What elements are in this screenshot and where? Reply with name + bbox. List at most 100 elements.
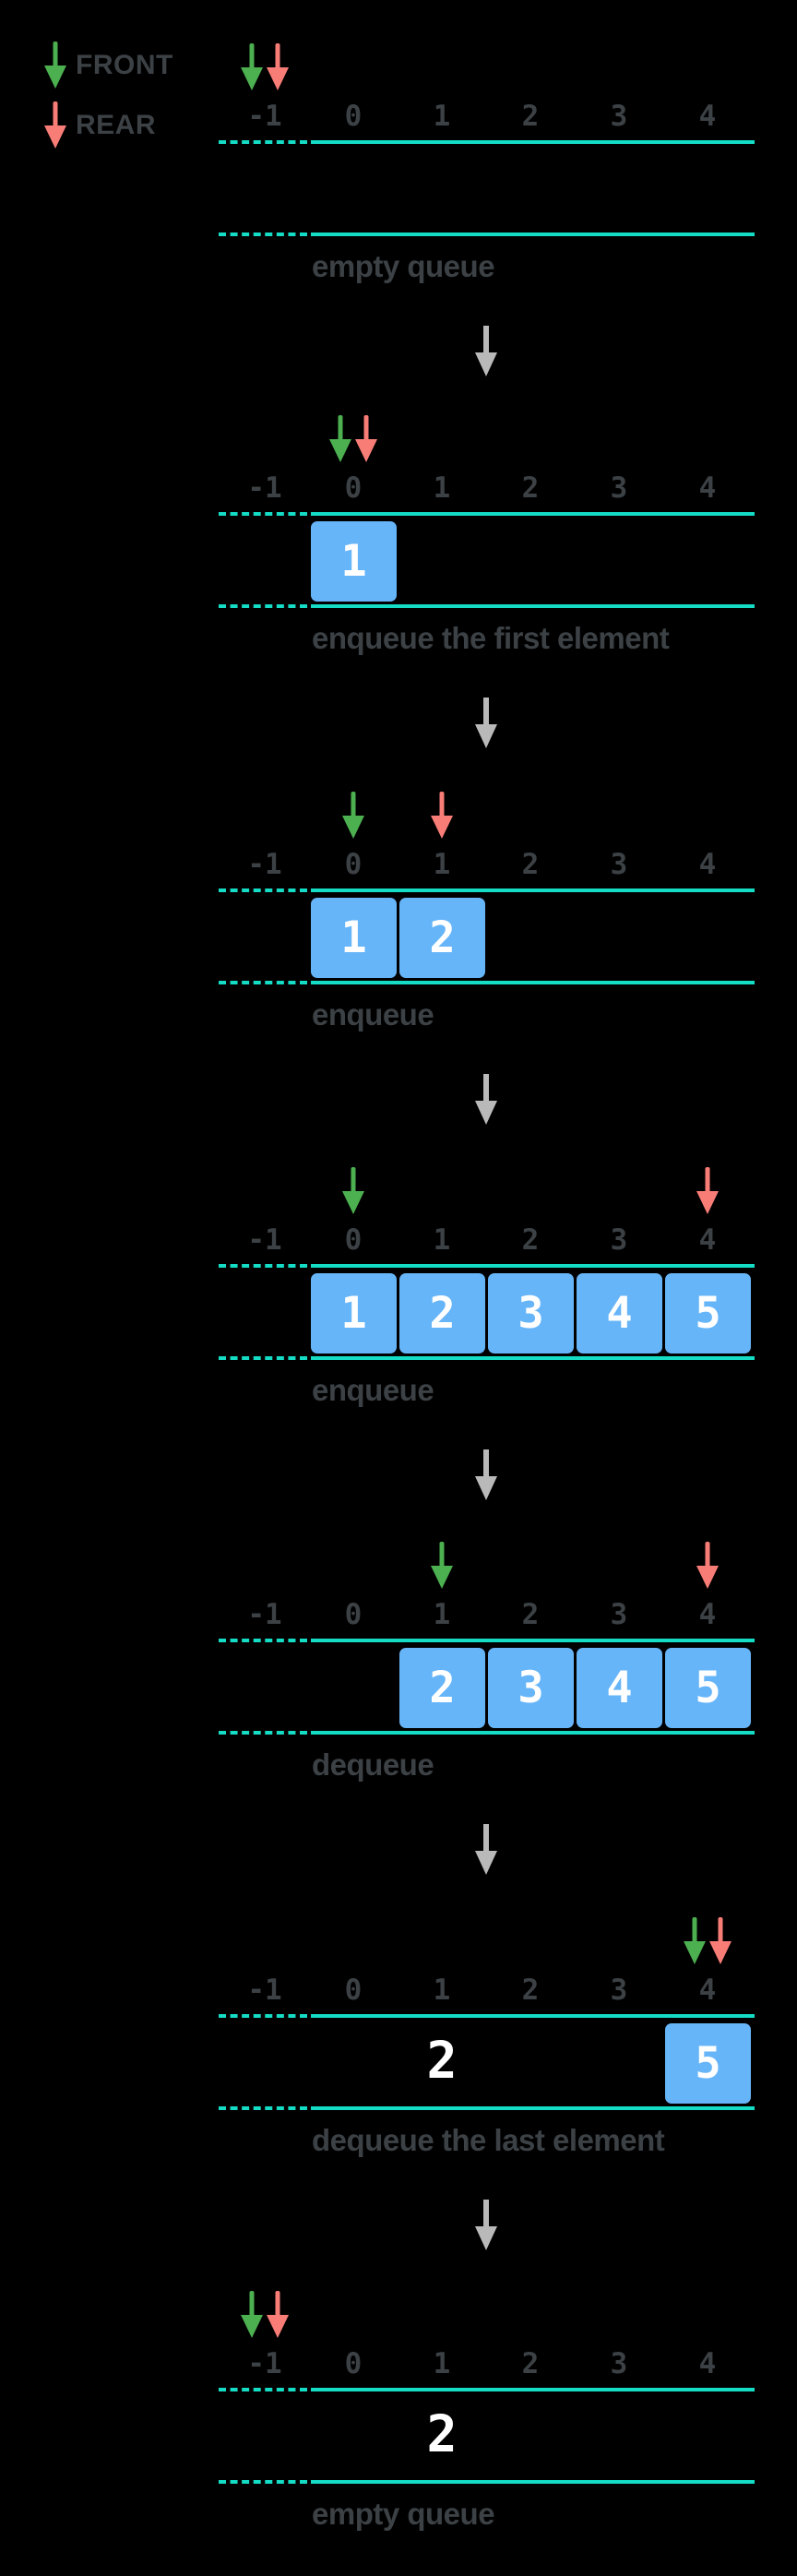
queue-bottom-line [311, 604, 755, 608]
index-label: 3 [610, 100, 628, 133]
queue-bottom-line [311, 2480, 755, 2484]
index-label: -1 [247, 1598, 282, 1631]
index-label: 0 [344, 1974, 363, 2007]
queue-bottom-line [311, 2106, 755, 2110]
transition-arrow-icon [474, 326, 498, 382]
queue-top-dashed-line [219, 888, 307, 892]
index-label: 3 [610, 1974, 628, 2007]
cell-value: 2 [429, 912, 456, 963]
front-pointer-icon [327, 415, 353, 468]
queue-bottom-dashed-line [219, 604, 307, 608]
stage-label: dequeue the last element [312, 2123, 665, 2157]
queue-top-line [311, 888, 755, 892]
stage-label: enqueue [312, 1373, 434, 1407]
index-label: -1 [247, 100, 282, 133]
stage-label: empty queue [312, 2497, 495, 2531]
dequeued-value: 2 [426, 2404, 458, 2463]
front-pointer-icon [239, 2291, 265, 2343]
queue-cell: 5 [665, 2023, 751, 2104]
index-label: 2 [521, 2347, 540, 2380]
cell-value: 1 [340, 1288, 367, 1339]
transition-arrow-icon [474, 698, 498, 754]
queue-cell: 5 [665, 1648, 751, 1728]
index-label: 1 [433, 1974, 451, 2007]
index-label: 4 [698, 1974, 717, 2007]
index-label: 1 [433, 848, 451, 881]
cell-value: 5 [695, 2038, 721, 2089]
index-label: 3 [610, 471, 628, 505]
cell-value: 3 [517, 1288, 544, 1339]
index-label: 0 [344, 471, 363, 505]
stage-label: empty queue [312, 249, 495, 283]
queue-bottom-line [311, 1356, 755, 1360]
index-label: 3 [610, 848, 628, 881]
index-label: 4 [698, 2347, 717, 2380]
index-label: -1 [247, 1974, 282, 2007]
index-label: -1 [247, 2347, 282, 2380]
queue-bottom-dashed-line [219, 2480, 307, 2484]
transition-arrow-icon [474, 1824, 498, 1880]
dequeued-value: 2 [426, 2031, 458, 2090]
queue-bottom-dashed-line [219, 233, 307, 236]
index-label: 4 [698, 471, 717, 505]
front-pointer-icon [682, 1917, 708, 1970]
index-label: 1 [433, 471, 451, 505]
cell-value: 5 [695, 1288, 721, 1339]
queue-cell: 2 [399, 898, 485, 978]
queue-top-line [311, 512, 755, 516]
index-label: 2 [521, 848, 540, 881]
index-label: -1 [247, 1223, 282, 1257]
index-label: 0 [344, 1598, 363, 1631]
cell-value: 4 [606, 1663, 633, 1713]
index-label: 2 [521, 1974, 540, 2007]
rear-pointer-icon [695, 1167, 720, 1220]
queue-cell: 1 [311, 898, 397, 978]
index-label: 1 [433, 1223, 451, 1257]
transition-arrow-icon [474, 1074, 498, 1130]
front-pointer-icon [429, 1542, 455, 1594]
queue-cell: 3 [488, 1273, 574, 1354]
cell-value: 4 [606, 1288, 633, 1339]
index-label: 1 [433, 1598, 451, 1631]
index-label: 4 [698, 848, 717, 881]
rear-pointer-icon [695, 1542, 720, 1594]
index-label: 3 [610, 1223, 628, 1257]
rear-pointer-icon [708, 1917, 733, 1970]
rear-pointer-icon [353, 415, 379, 468]
queue-top-dashed-line [219, 512, 307, 516]
rear-pointer-icon [429, 792, 455, 844]
queue-bottom-line [311, 981, 755, 984]
rear-pointer-icon [265, 43, 291, 96]
cell-value: 1 [340, 536, 367, 587]
queue-top-line [311, 1639, 755, 1642]
index-label: 3 [610, 2347, 628, 2380]
cell-value: 2 [429, 1663, 456, 1713]
legend-rear-label: REAR [76, 110, 157, 140]
index-label: 0 [344, 1223, 363, 1257]
queue-top-line [311, 1264, 755, 1268]
queue-cell: 1 [311, 521, 397, 602]
queue-bottom-line [311, 233, 755, 236]
queue-top-dashed-line [219, 2388, 307, 2391]
transition-arrow-icon [474, 1449, 498, 1506]
index-label: -1 [247, 848, 282, 881]
index-label: 2 [521, 471, 540, 505]
stage-label: dequeue [312, 1747, 434, 1782]
index-label: 1 [433, 2347, 451, 2380]
queue-bottom-dashed-line [219, 1731, 307, 1735]
queue-cell: 1 [311, 1273, 397, 1354]
cell-value: 1 [340, 912, 367, 963]
index-label: 0 [344, 2347, 363, 2380]
front-pointer-icon [340, 792, 366, 844]
front-arrow-icon [42, 42, 68, 94]
index-label: 2 [521, 1598, 540, 1631]
queue-cell: 3 [488, 1648, 574, 1728]
index-label: 0 [344, 100, 363, 133]
queue-top-dashed-line [219, 1639, 307, 1642]
cell-value: 5 [695, 1663, 721, 1713]
queue-cell: 4 [577, 1648, 662, 1728]
queue-bottom-dashed-line [219, 2106, 307, 2110]
queue-cell: 2 [399, 1273, 485, 1354]
cell-value: 2 [429, 1288, 456, 1339]
